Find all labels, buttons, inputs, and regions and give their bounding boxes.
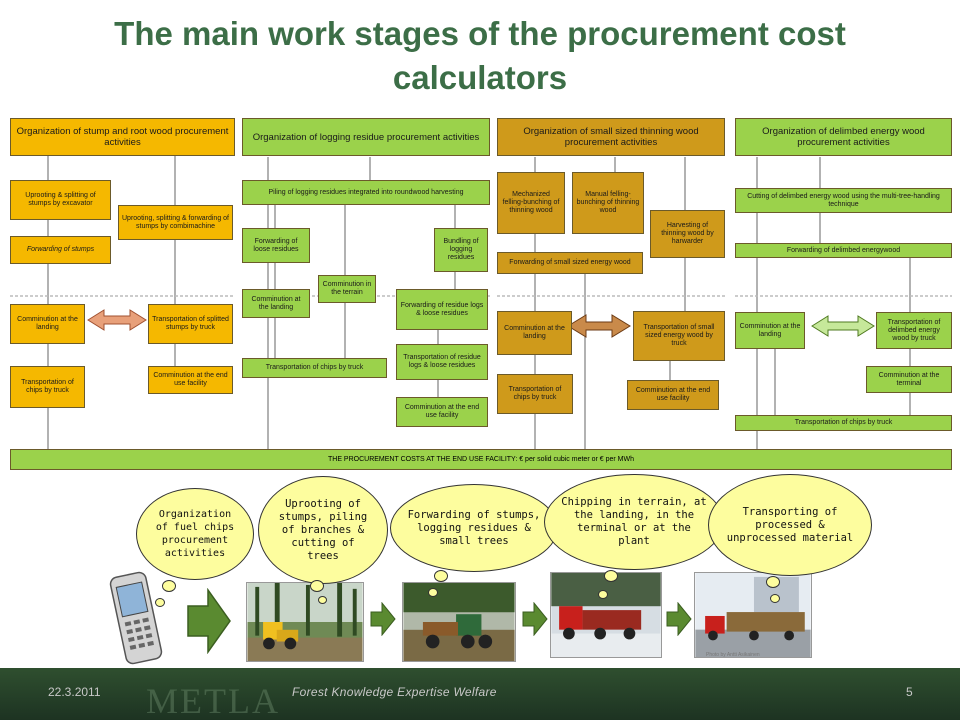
cloud-forwarding: Forwarding of stumps, logging residues &… [390,484,558,572]
cloud-transporting: Transporting of processed & unprocessed … [708,474,872,576]
stump-box-forwarding: Forwarding of stumps [10,236,111,264]
residue-box-comminution-landing: Comminution at the landing [242,289,310,318]
thinning-box-transport-chips: Transportation of chips by truck [497,374,573,414]
thinning-box-harwarder: Harvesting of thinning wood by harwarder [650,210,725,258]
chipping-truck-photo [550,572,662,658]
delimbed-box-transport-chips: Transportation of chips by truck [735,415,952,431]
stump-box-comminution-landing: Comminution at the landing [10,304,85,344]
process-arrow-icon [666,602,692,636]
residue-box-comminution-end-use: Comminution at the end use facility [396,397,488,427]
residue-box-forwarding-loose: Forwarding of loose residues [242,228,310,263]
residue-box-transport-chips: Transportation of chips by truck [242,358,387,378]
residue-box-transport-logs: Transportation of residue logs & loose r… [396,344,488,380]
residue-box-comminution-terrain: Comminution in the terrain [318,275,376,303]
process-arrow-icon [522,602,548,636]
thinning-box-comminution-end-use: Comminution at the end use facility [627,380,719,410]
bubble-tail [310,580,324,592]
bubble-tail [604,570,618,582]
bubble-tail [162,580,176,592]
stump-box-transport-chips: Transportation of chips by truck [10,366,85,408]
bubble-tail [598,590,608,599]
page-number: 5 [906,685,913,699]
bubble-tail [318,596,327,604]
residue-box-forwarding-logs: Forwarding of residue logs & loose resid… [396,289,488,330]
bubble-tail [766,576,780,588]
delimbed-header: Organization of delimbed energy wood pro… [735,118,952,156]
thinning-box-transport-energy-wood: Transportation of small sized energy woo… [633,311,725,361]
delimbed-box-comminution-landing: Comminution at the landing [735,312,805,349]
bubble-tail [428,588,438,597]
footer-bar: METLA 22.3.2011 Forest Knowledge Experti… [0,668,960,721]
harvester-photo [246,582,364,662]
cloud-organization: Organization of fuel chips procurement a… [136,488,254,580]
process-arrow-icon [370,602,396,636]
stump-header: Organization of stump and root wood proc… [10,118,235,156]
residue-box-bundling: Bundling of logging residues [434,228,488,272]
bubble-tail [434,570,448,582]
residue-header: Organization of logging residue procurem… [242,118,490,156]
footer-date: 22.3.2011 [48,685,101,699]
stump-box-uprooting-combimachine: Uprooting, splitting & forwarding of stu… [118,205,233,240]
double-arrow-icon [811,315,875,337]
bubble-tail [155,598,165,607]
stump-box-transport-stumps: Transportation of splitted stumps by tru… [148,304,233,344]
photo-credit: Photo by Antti Asikainen [706,652,760,658]
process-arrow-icon [187,588,231,654]
metla-logo: METLA [146,681,280,721]
delimbed-box-forwarding: Forwarding of delimbed energywood [735,243,952,258]
cloud-chipping: Chipping in terrain, at the landing, in … [544,474,724,570]
thinning-box-comminution-landing: Comminution at the landing [497,311,572,355]
stump-box-comminution-end-use: Comminution at the end use facility [148,366,233,394]
delimbed-box-cutting: Cutting of delimbed energy wood using th… [735,188,952,213]
double-arrow-icon [87,309,147,331]
residue-box-piling: Piling of logging residues integrated in… [242,180,490,205]
double-arrow-icon [567,314,631,338]
thinning-header: Organization of small sized thinning woo… [497,118,725,156]
thinning-box-forwarding: Forwarding of small sized energy wood [497,252,643,274]
footer-slogan: Forest Knowledge Expertise Welfare [292,685,497,699]
delimbed-box-transport-energy-wood: Transportation of delimbed energy wood b… [876,312,952,349]
delimbed-box-comminution-terminal: Comminution at the terminal [866,366,952,393]
cloud-uprooting: Uprooting of stumps, piling of branches … [258,476,388,584]
thinning-box-manual: Manual felling-bunching of thinning wood [572,172,644,234]
procurement-costs-bar: THE PROCUREMENT COSTS AT THE END USE FAC… [10,449,952,470]
mobile-phone-icon [109,571,163,665]
forwarder-photo [402,582,516,662]
stump-box-uprooting-excavator: Uprooting & splitting of stumps by excav… [10,180,111,220]
page-title: The main work stages of the procurement … [114,15,846,96]
transport-truck-photo [694,572,812,658]
thinning-box-mechanized: Mechanized felling-bunching of thinning … [497,172,565,234]
bubble-tail [770,594,780,603]
